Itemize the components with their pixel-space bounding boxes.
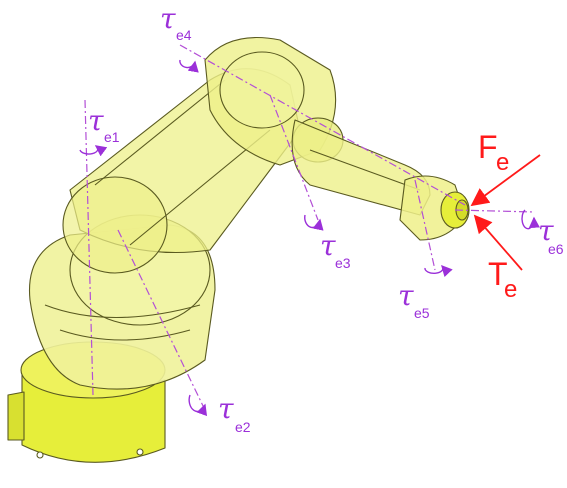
torque-label-4: τ e4 [160,2,192,43]
torque-symbol: τ [88,104,104,137]
torque-symbol-external: T [488,256,508,292]
torque-subscript: e4 [176,27,192,43]
torque-label-1: τ e1 [88,104,120,145]
rotation-arrow-6 [521,209,540,230]
torque-arrow [473,214,523,271]
torque-subscript: e2 [235,419,251,435]
robot-body [7,37,470,463]
torque-symbol: τ [320,229,336,262]
force-arrow [470,154,541,207]
axis-6 [454,209,536,213]
rotation-arrow-5 [424,264,453,278]
torque-subscript: e3 [335,255,351,271]
torque-symbol: τ [218,392,234,425]
rotation-arrow-1 [79,145,108,157]
axis-3 [269,94,319,221]
torque-symbol: τ [398,279,414,312]
torque-subscript: e5 [414,305,430,321]
torque-symbol: τ [538,214,554,247]
rotation-arrow-4 [179,59,199,73]
torque-label-5: τ e5 [398,279,430,321]
torque-label-2: τ e2 [218,392,251,435]
external-torque-label: T e [488,256,517,303]
rotation-arrow-3 [304,214,324,231]
force-subscript: e [496,149,509,176]
torque-subscript-external: e [504,276,517,303]
axis-5 [414,179,436,271]
axis-2 [117,229,206,411]
axis-4 [179,44,466,206]
force-label: F e [478,129,509,176]
joint-axes [84,44,536,411]
torque-subscript: e1 [104,129,120,145]
robot-wrist [399,175,470,241]
torque-label-3: τ e3 [320,229,351,271]
torque-symbol: τ [160,2,176,35]
rotation-arrows [79,59,540,417]
rotation-arrow-2 [188,394,208,417]
torque-label-6: τ e6 [538,214,564,257]
axis-1 [84,99,94,396]
force-symbol: F [478,129,498,165]
torque-subscript: e6 [548,241,564,257]
external-arrows [470,154,541,271]
